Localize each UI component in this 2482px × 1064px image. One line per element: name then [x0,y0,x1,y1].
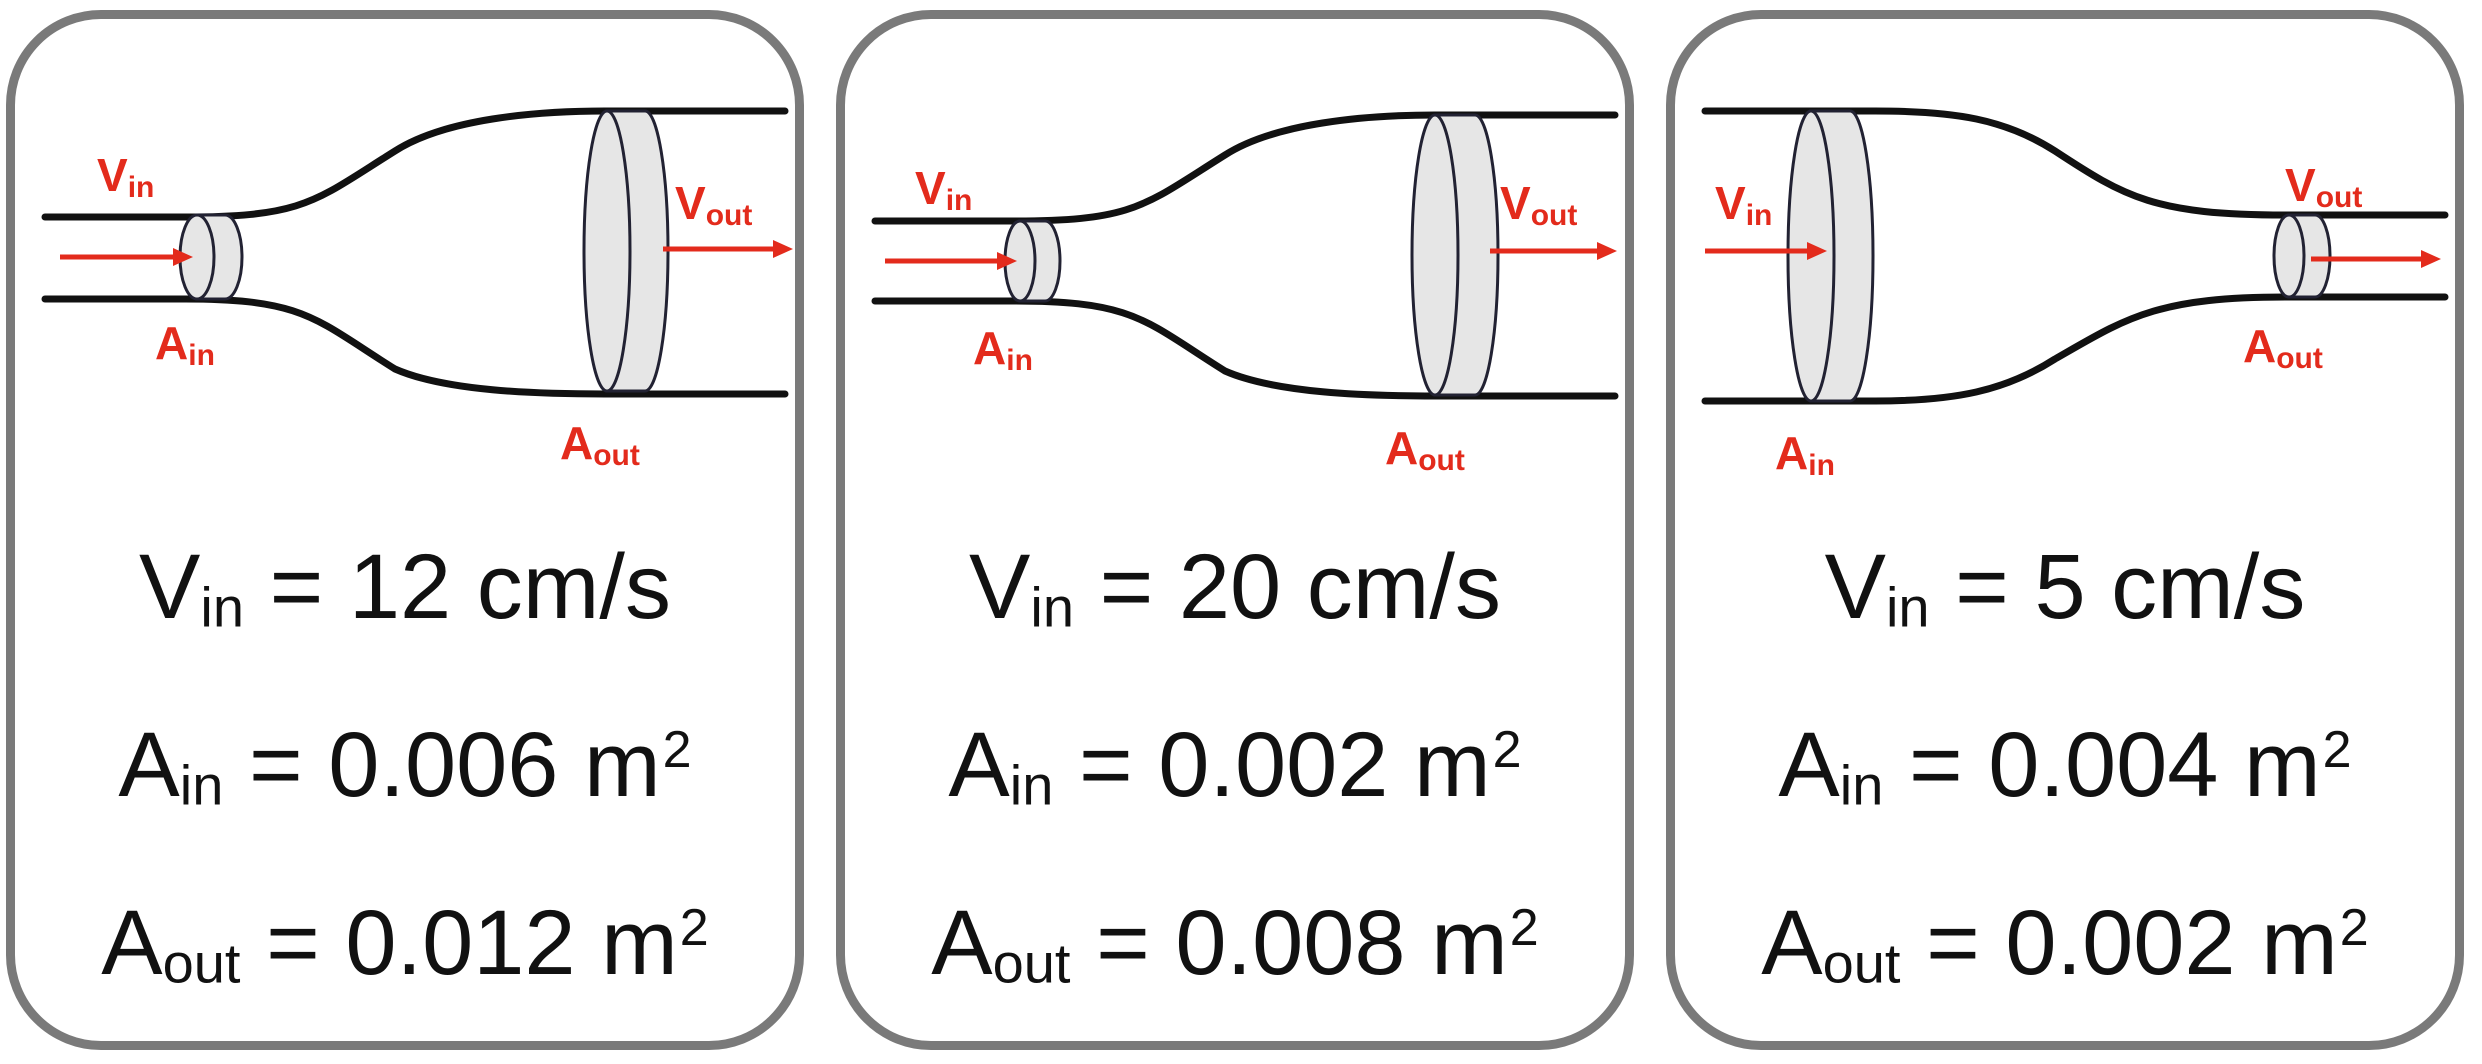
inlet-disc [1786,109,1875,403]
inlet-arrow [60,248,193,266]
outlet-arrow [2311,250,2441,268]
pipe-bottom-wall [1701,293,2449,405]
v-in-label: Vin [1715,177,1772,232]
v-in-label: Vin [97,149,154,204]
panel-2: Vin Ain Vout Aout Vin = 20 cm/s Ain = 0.… [836,10,1634,1050]
outlet-disc [582,109,670,393]
a-in-label: Ain [1775,427,1835,482]
outlet-disc [2272,213,2332,299]
outlet-disc [1410,113,1500,397]
v-in-equation: Vin = 20 cm/s [969,536,1501,639]
a-out-equation: Aout = 0.002 m2 [1761,892,2369,995]
v-in-label: Vin [915,162,972,217]
pipe-top-wall [41,107,789,221]
pipe-diagram: Vin Ain Vout Aout [1701,107,2449,482]
a-out-label: Aout [560,417,640,472]
v-out-label: Vout [1500,177,1577,232]
outlet-arrow [663,240,793,258]
v-out-label: Vout [2285,159,2362,214]
a-in-label: Ain [155,317,215,372]
inlet-arrow [885,252,1017,270]
a-out-equation: Aout = 0.008 m2 [931,892,1539,995]
pipe-top-wall [871,111,1619,225]
a-in-equation: Ain = 0.004 m2 [1778,714,2352,817]
pipe-diagram: Vin Ain Vout Aout [41,107,793,472]
a-out-label: Aout [2243,320,2323,375]
pipe-bottom-wall [41,295,789,398]
outlet-arrow [1490,242,1617,260]
a-in-label: Ain [973,322,1033,377]
panel-1: Vin Ain Vout Aout Vin = 12 cm/s Ain = 0.… [6,10,804,1050]
a-out-equation: Aout = 0.012 m2 [101,892,709,995]
v-in-equation: Vin = 5 cm/s [1824,536,2306,639]
inlet-disc [1003,219,1062,303]
a-in-equation: Ain = 0.002 m2 [948,714,1522,817]
panel-3: Vin Ain Vout Aout Vin = 5 cm/s Ain = 0.0… [1666,10,2464,1050]
pipe-bottom-wall [871,297,1619,400]
v-out-label: Vout [675,177,752,232]
a-out-label: Aout [1385,422,1465,477]
inlet-arrow [1705,242,1827,260]
a-in-equation: Ain = 0.006 m2 [118,714,692,817]
v-in-equation: Vin = 12 cm/s [139,536,671,639]
pipe-diagram: Vin Ain Vout Aout [871,111,1619,477]
pipe-top-wall [1701,107,2449,219]
